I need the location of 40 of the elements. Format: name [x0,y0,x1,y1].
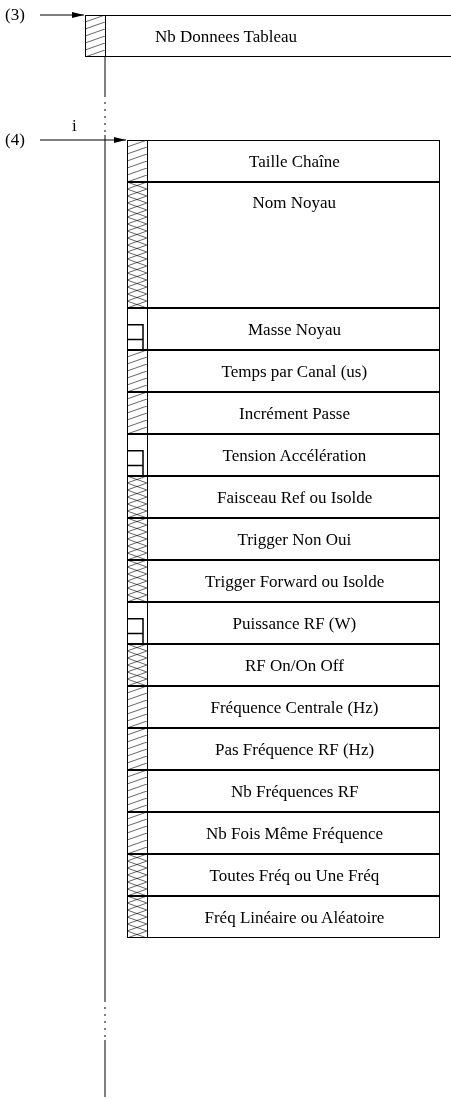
pointer-label: (3) [5,5,25,25]
field-label: Nb Donnees Tableau [155,27,297,47]
field-row [127,896,440,938]
field-label: Fréquence Centrale (Hz) [210,698,379,718]
field-label: Masse Noyau [248,320,341,340]
arrow [39,137,127,143]
field-label: Toutes Fréq ou Une Fréq [209,866,380,886]
field-row [127,854,440,896]
field-row [127,812,440,854]
field-label: Nb Fois Même Fréquence [206,824,384,844]
field-label: Temps par Canal (us) [221,362,368,382]
field-row [85,15,451,57]
field-row [127,308,440,350]
field-row [127,350,440,392]
field-row [127,770,440,812]
field-label: Trigger Forward ou Isolde [205,572,385,592]
field-row [127,518,440,560]
field-label: Nom Noyau [252,193,337,213]
field-row [127,728,440,770]
field-row [127,140,440,182]
field-row [127,602,440,644]
field-row [127,392,440,434]
field-label: Trigger Non Oui [237,530,352,550]
field-label: Pas Fréquence RF (Hz) [215,740,375,760]
field-label: Tension Accélération [222,446,367,466]
field-label: Taille Chaîne [249,152,340,172]
field-label: Fréq Linéaire ou Aléatoire [204,908,385,928]
field-row [127,434,440,476]
field-row [127,476,440,518]
field-row [127,644,440,686]
field-row [127,560,440,602]
field-label: Nb Fréquences RF [231,782,359,802]
field-label: RF On/On Off [245,656,344,676]
field-row [127,182,440,308]
field-label: Incrément Passe [239,404,350,424]
field-row [127,686,440,728]
arrow [39,12,85,18]
field-label: Faisceau Ref ou Isolde [217,488,373,508]
pointer-label: (4) [5,130,25,150]
field-label: Puissance RF (W) [232,614,357,634]
